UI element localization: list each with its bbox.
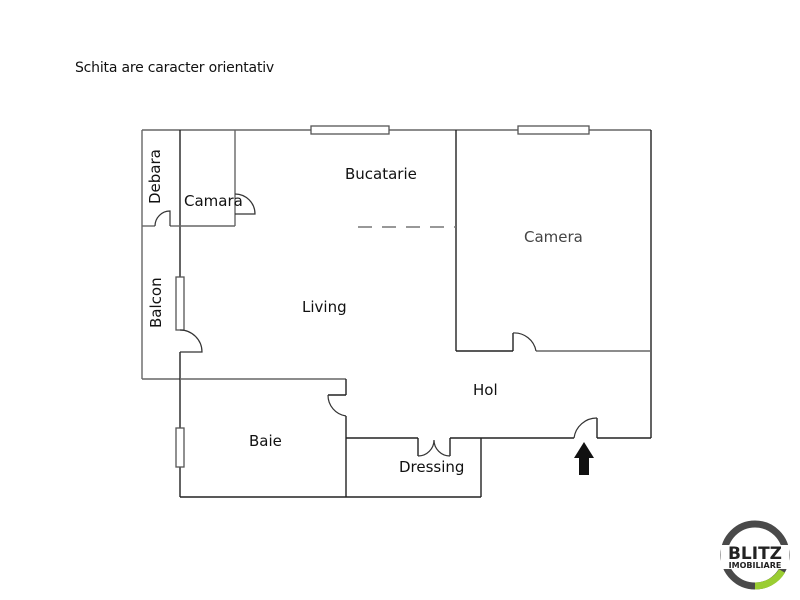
disclaimer-text: Schita are caracter orientativ [75,60,275,76]
door-entrance [573,417,598,439]
window-camera [517,125,590,135]
window-baie [175,427,185,468]
walls [141,129,652,498]
door-camara [234,193,256,215]
room-label-baie: Baie [249,432,282,450]
room-label-camara: Camara [184,192,243,210]
room-label-debara: Debara [146,149,164,204]
window-bucatarie [310,125,390,135]
brand-logo: BLITZ IMOBILIARE [720,520,790,590]
logo-line2: IMOBILIARE [729,561,782,570]
room-label-dressing: Dressing [399,458,464,476]
arrow-up-icon [574,442,594,475]
window-balcon [175,276,185,331]
door-camera [512,332,537,352]
room-label-hol: Hol [473,381,498,399]
room-label-living: Living [302,298,347,316]
doors [154,193,598,457]
door-balcon [179,329,203,353]
room-label-balcon: Balcon [147,277,165,328]
door-baie [327,394,347,417]
room-label-camera: Camera [524,228,583,246]
room-label-bucatarie: Bucatarie [345,165,417,183]
door-debara [154,210,171,227]
logo-line1: BLITZ [728,544,782,564]
door-dressing [417,439,451,457]
